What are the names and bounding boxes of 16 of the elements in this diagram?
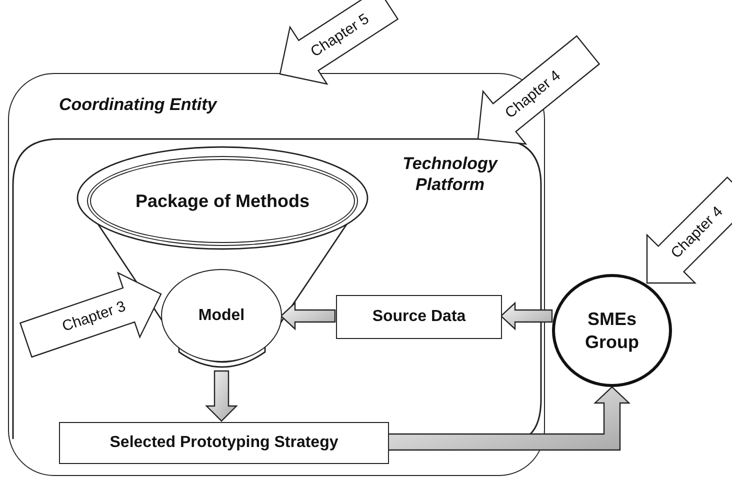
- circle: Model: [161, 269, 282, 362]
- process-box: Source Data: [336, 295, 502, 339]
- container-title: Technology Platform: [402, 153, 499, 196]
- arrow: [500, 302, 553, 330]
- arrow: [387, 386, 631, 451]
- container-title: Coordinating Entity: [59, 94, 218, 116]
- edge-label: Chapter 3: [60, 298, 128, 336]
- block-arrow: [279, 0, 399, 85]
- arrow: [205, 370, 238, 422]
- circle: SMEs Group: [552, 274, 672, 387]
- block-arrow: [19, 272, 162, 358]
- ellipse: Package of Methods: [87, 156, 358, 246]
- process-box: Selected Prototyping Strategy: [59, 422, 389, 464]
- arrow: [280, 302, 336, 330]
- block-arrow: [477, 35, 600, 145]
- block-arrow: [646, 176, 732, 284]
